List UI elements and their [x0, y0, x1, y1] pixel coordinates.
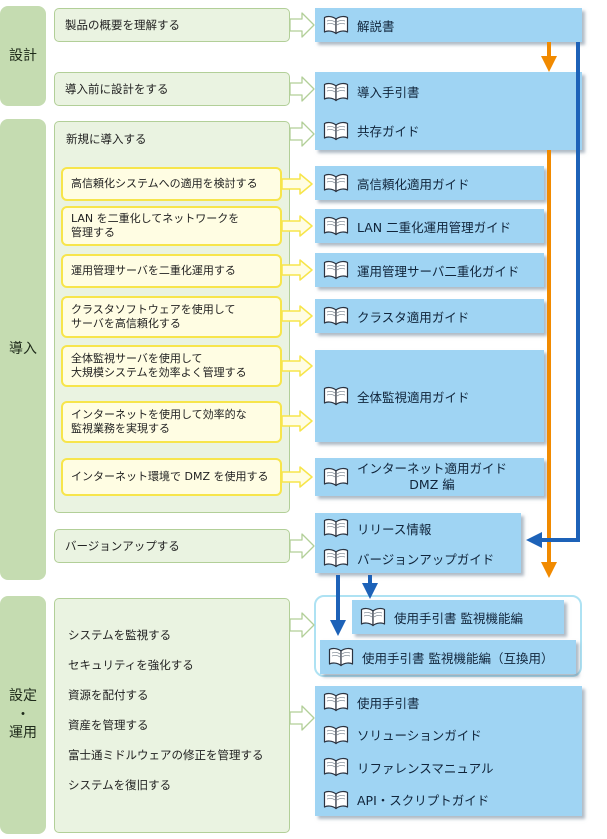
- task-label: 新規に導入する: [66, 131, 147, 146]
- right-arrow-icon: [289, 12, 315, 731]
- phase-setup-operation-label: 設定 ・ 運用: [9, 687, 37, 742]
- doc-operation-group: 使用手引書 ソリューションガイド リファレンスマニュアル API・スクリプトガイ…: [315, 686, 582, 816]
- doc-label: 使用手引書: [357, 695, 420, 711]
- doc-label: API・スクリプトガイド: [357, 793, 490, 809]
- task-dmz: インターネット環境で DMZ を使用する: [61, 458, 282, 496]
- task-label: 富士通ミドルウェアの修正を管理する: [68, 748, 264, 762]
- doc-internet-guide: インターネット適用ガイド DMZ 編: [315, 458, 544, 496]
- doc-label: 運用管理サーバ二重化ガイド: [357, 263, 520, 279]
- doc-solution-guide: ソリューションガイド: [315, 724, 482, 746]
- doc-label: 使用手引書 監視機能編（互換用）: [362, 650, 554, 666]
- doc-lan-duplex-guide: LAN 二重化運用管理ガイド: [315, 209, 544, 243]
- doc-cluster-guide: クラスタ適用ガイド: [315, 299, 544, 333]
- doc-monitoring-user-guide: 使用手引書 監視機能編: [352, 600, 564, 634]
- task-label: システムを復旧する: [68, 778, 172, 792]
- task-version-up: バージョンアップする: [54, 529, 290, 563]
- doc-mgmt-server-duplex-guide: 運用管理サーバ二重化ガイド: [315, 253, 544, 287]
- doc-overall-monitoring-guide: 全体監視適用ガイド: [315, 350, 544, 442]
- task-label: 資源を配付する: [68, 688, 149, 702]
- doc-coexistence-guide: 共存ガイド: [315, 120, 420, 142]
- task-label: クラスタソフトウェアを使用して サーバを高信頼化する: [71, 302, 236, 331]
- doc-label: LAN 二重化運用管理ガイド: [357, 219, 512, 235]
- doc-label: 導入手引書: [357, 85, 420, 100]
- task-design-before-install: 導入前に設計をする: [54, 72, 290, 106]
- task-understand-overview: 製品の概要を理解する: [54, 8, 290, 42]
- doc-label: ソリューションガイド: [357, 728, 482, 744]
- doc-label: 解説書: [357, 18, 395, 34]
- task-manage-fujitsu-fixes: 富士通ミドルウェアの修正を管理する: [68, 747, 264, 763]
- task-label: LAN を二重化してネットワークを 管理する: [71, 211, 240, 240]
- task-cluster: クラスタソフトウェアを使用して サーバを高信頼化する: [61, 296, 282, 338]
- doc-reference-manual: リファレンスマニュアル: [315, 756, 494, 778]
- phase-setup-operation: 設定 ・ 運用: [0, 596, 46, 834]
- task-new-install: 新規に導入する: [56, 128, 286, 150]
- phase-introduction: 導入: [0, 119, 46, 580]
- doc-manual: 解説書: [315, 8, 582, 42]
- task-strengthen-security: セキュリティを強化する: [68, 657, 194, 673]
- task-label: 全体監視サーバを使用して 大規模システムを効率よく管理する: [71, 351, 247, 380]
- doc-api-script-guide: API・スクリプトガイド: [315, 789, 489, 811]
- doc-label: クラスタ適用ガイド: [357, 309, 470, 325]
- doc-user-guide: 使用手引書: [315, 691, 420, 713]
- task-label: 導入前に設計をする: [65, 81, 169, 96]
- doc-monitoring-user-guide-compat: 使用手引書 監視機能編（互換用）: [320, 640, 576, 674]
- doc-label: 全体監視適用ガイド: [357, 389, 470, 405]
- task-label: 高信頼化システムへの適用を検討する: [71, 176, 258, 190]
- doc-label: バージョンアップガイド: [357, 551, 495, 567]
- doc-label: リファレンスマニュアル: [357, 760, 494, 776]
- doc-label: インターネット適用ガイド DMZ 編: [357, 461, 508, 492]
- doc-label: 共存ガイド: [357, 124, 420, 139]
- task-label: 運用管理サーバを二重化運用する: [71, 263, 236, 277]
- right-arrow-icon: [281, 173, 313, 488]
- doc-release-info: リリース情報: [315, 517, 431, 539]
- task-high-reliability: 高信頼化システムへの適用を検討する: [61, 167, 282, 201]
- doc-install-guide: 導入手引書: [315, 81, 420, 103]
- phase-design: 設計: [0, 6, 46, 106]
- task-group-setup-operation: [54, 598, 290, 833]
- doc-high-reliability-guide: 高信頼化適用ガイド: [315, 166, 544, 200]
- task-label: セキュリティを強化する: [68, 658, 194, 672]
- task-label: 資産を管理する: [68, 718, 149, 732]
- task-lan-duplex: LAN を二重化してネットワークを 管理する: [61, 206, 282, 246]
- task-manage-assets: 資産を管理する: [68, 717, 149, 733]
- doc-version-group: リリース情報 バージョンアップガイド: [315, 513, 521, 573]
- task-monitor-system: システムを監視する: [68, 627, 171, 643]
- task-restore-system: システムを復旧する: [68, 777, 171, 793]
- task-internet-monitoring: インターネットを使用して効率的な 監視業務を実現する: [61, 401, 282, 443]
- doc-install-group: 導入手引書 共存ガイド: [315, 72, 582, 150]
- task-label: 製品の概要を理解する: [65, 17, 180, 32]
- task-distribute-resources: 資源を配付する: [68, 687, 149, 703]
- task-label: インターネットを使用して効率的な 監視業務を実現する: [71, 407, 247, 436]
- phase-introduction-label: 導入: [9, 341, 37, 358]
- blue-arrow: [526, 42, 580, 548]
- task-overall-monitoring: 全体監視サーバを使用して 大規模システムを効率よく管理する: [61, 345, 282, 387]
- task-mgmt-server-duplex: 運用管理サーバを二重化運用する: [61, 254, 282, 288]
- task-label: インターネット環境で DMZ を使用する: [71, 469, 269, 483]
- doc-label: 使用手引書 監視機能編: [394, 610, 523, 626]
- task-label: バージョンアップする: [65, 538, 180, 553]
- doc-label: 高信頼化適用ガイド: [357, 176, 470, 192]
- doc-version-up-guide: バージョンアップガイド: [315, 547, 494, 569]
- doc-label: リリース情報: [357, 521, 432, 537]
- task-label: システムを監視する: [68, 628, 172, 642]
- phase-design-label: 設計: [9, 47, 37, 64]
